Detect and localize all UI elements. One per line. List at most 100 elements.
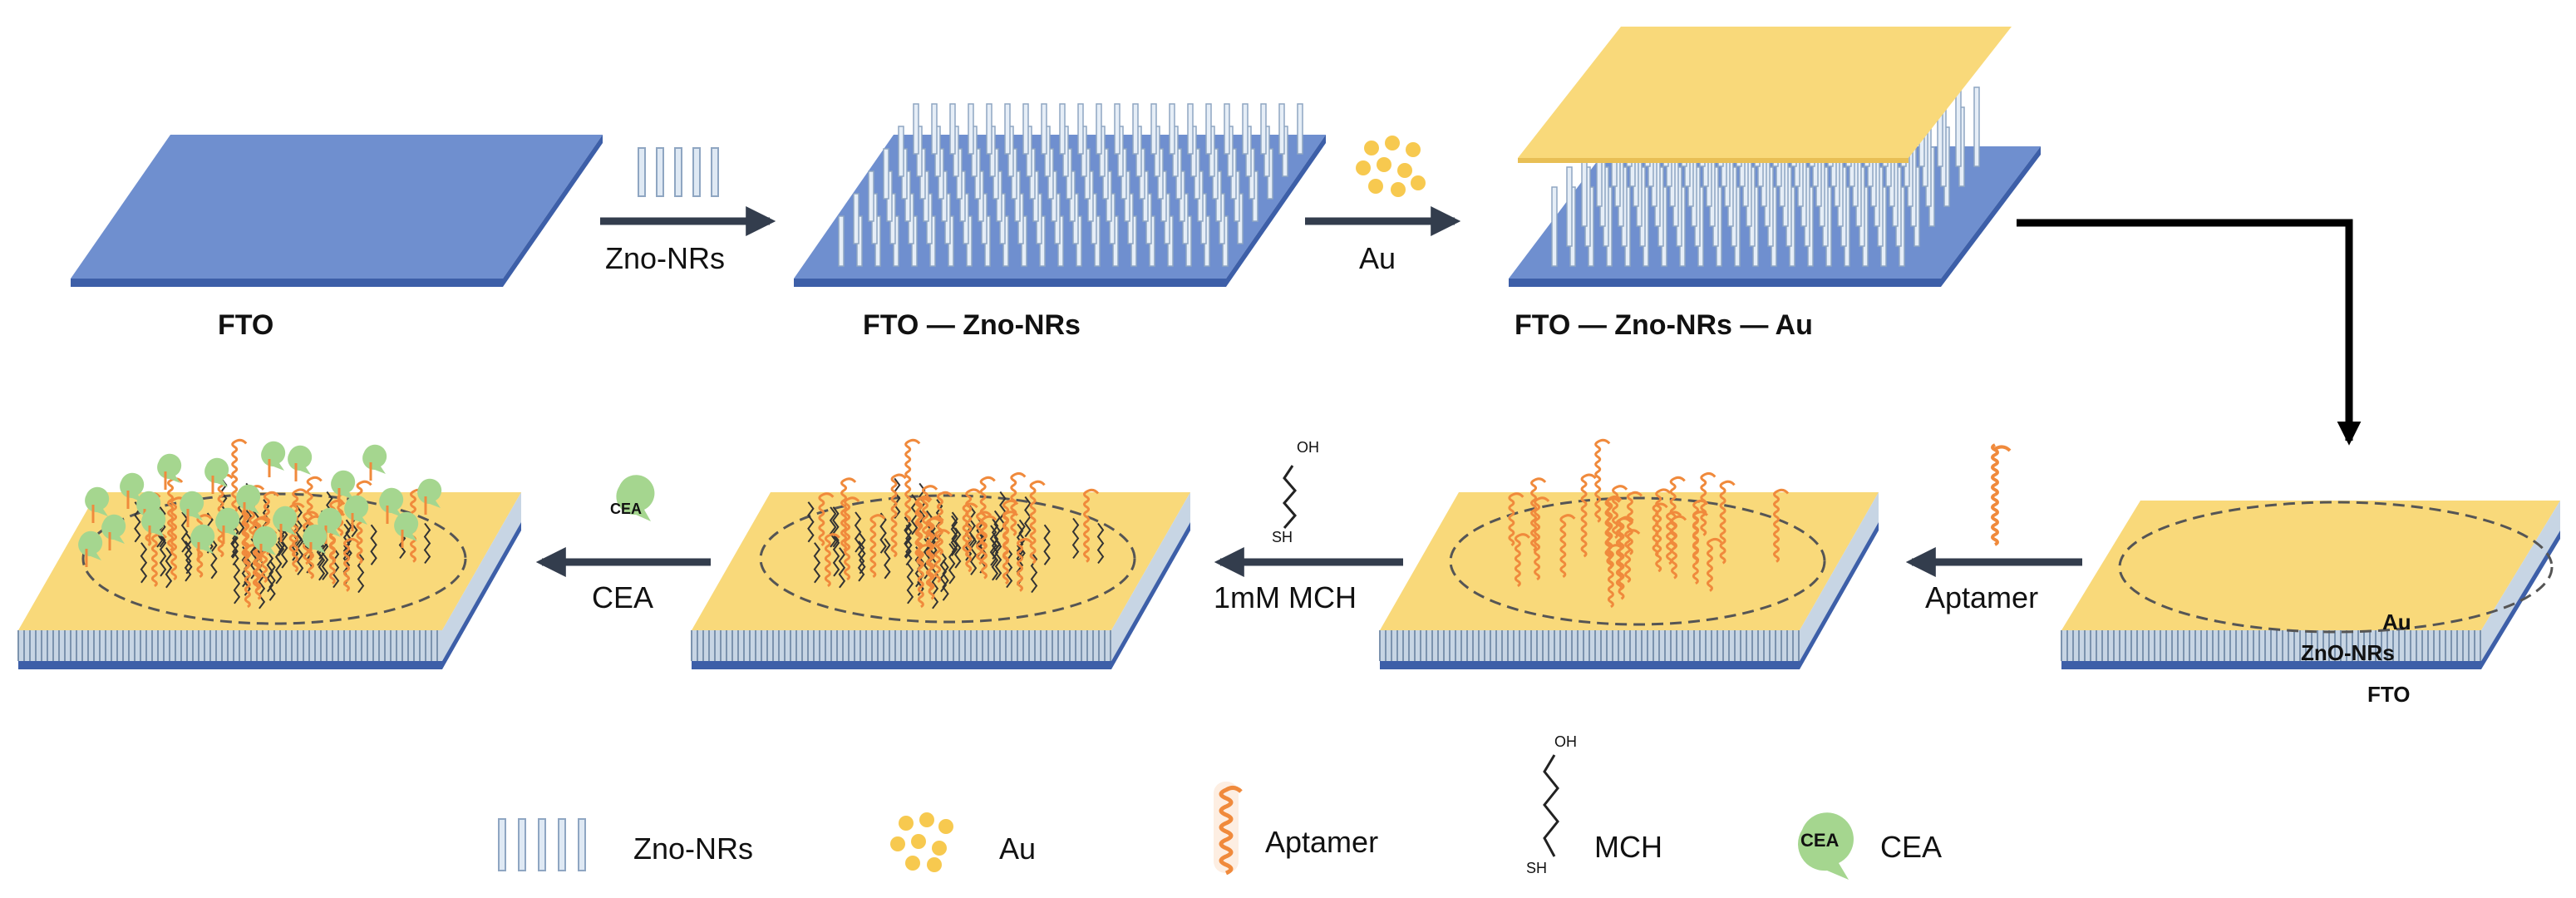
aptamer-strand — [936, 491, 953, 555]
mch-chain — [184, 540, 192, 582]
aptamer-strand — [150, 533, 168, 588]
aptamer-strand — [1624, 529, 1641, 584]
nanorod — [1004, 103, 1011, 155]
aptamer-strand — [1671, 515, 1687, 580]
mch-chain — [838, 547, 846, 589]
mch-chain — [854, 511, 862, 553]
aptamer-strand — [343, 537, 360, 592]
nanorod — [1041, 103, 1047, 155]
legend-mch-icon — [1543, 754, 1559, 857]
legend-cea-badge: CEA — [1800, 830, 1840, 851]
au-step-icon — [1356, 136, 1426, 197]
aptamer-strand — [928, 516, 944, 600]
aptamer-strand — [1604, 497, 1621, 562]
nanorod — [949, 103, 956, 155]
cea-molecule — [190, 524, 215, 554]
cea-molecule — [253, 525, 278, 555]
aptamer-strand — [1719, 480, 1736, 565]
nanorod — [913, 103, 919, 155]
mch-chain — [904, 517, 912, 559]
aptamer-strand — [1626, 491, 1643, 555]
legend-label-aptamer: Aptamer — [1265, 825, 1379, 859]
layered-electrode — [2061, 501, 2560, 669]
mch-chain — [951, 511, 958, 553]
mch-chain — [950, 515, 958, 556]
aptamer-strand — [1773, 488, 1790, 563]
cea-molecule — [362, 444, 387, 474]
aptamer-strand — [1707, 537, 1723, 592]
legend-zno-icon — [498, 818, 586, 871]
nanorod — [1551, 186, 1558, 267]
cea-step-icon — [616, 475, 655, 521]
mch-sh-label: SH — [1272, 529, 1293, 545]
aptamer-electrode — [1379, 438, 1879, 669]
cea-molecule — [157, 453, 182, 483]
mch-chain — [258, 568, 266, 609]
aptamer-strand — [904, 438, 921, 523]
cea-molecule — [273, 506, 298, 535]
nanorod — [1242, 103, 1249, 155]
connector-arrow — [2017, 219, 2362, 446]
nanorod — [1973, 86, 1980, 167]
cea-molecule — [78, 530, 103, 560]
mch-chain — [318, 540, 326, 581]
mch-chain — [857, 540, 865, 582]
aptamer-strand — [1514, 533, 1531, 588]
label-step-au: Au — [1359, 241, 1396, 275]
legend-cea-icon — [1798, 812, 1854, 880]
cea-molecule — [417, 478, 442, 508]
legend-au-icon — [890, 812, 953, 872]
cea-molecule — [379, 487, 404, 517]
aptamer-strand — [1083, 488, 1100, 563]
cea-molecule — [180, 491, 204, 521]
mch-chain — [321, 539, 329, 580]
mch-chain — [280, 527, 288, 569]
mch-chain — [994, 539, 1002, 580]
nanorod — [1169, 103, 1175, 155]
mch-chain — [357, 551, 365, 594]
aptamer-strand — [1029, 480, 1046, 565]
aptamer-strand — [1559, 514, 1576, 579]
nanorod — [968, 103, 974, 155]
legend-label-zno: Zno-NRs — [633, 831, 754, 866]
nanorod — [1150, 103, 1157, 155]
aptamer-strand — [1002, 511, 1019, 585]
nanorod — [1114, 103, 1121, 155]
mch-chain — [904, 516, 911, 558]
mch-chain — [991, 540, 999, 581]
mch-chain — [159, 506, 166, 548]
cea-molecule — [141, 507, 166, 537]
mch-chain — [939, 551, 948, 593]
cea-molecule — [236, 484, 261, 514]
mch-chain — [893, 477, 901, 520]
nanorod — [1059, 103, 1066, 155]
cea-molecule — [331, 470, 356, 500]
cea-molecule — [120, 472, 145, 502]
aptamer-strand — [1580, 473, 1597, 558]
mch-chain — [1043, 524, 1051, 565]
label-step-cea: CEA — [592, 580, 654, 614]
nanorod — [1566, 166, 1573, 247]
mch-chain — [859, 533, 866, 575]
mch-chain — [159, 535, 167, 577]
mch-chain — [232, 524, 239, 566]
nanorod — [883, 148, 889, 200]
mch-chain — [884, 538, 891, 580]
mch-chain — [370, 524, 377, 565]
cea-molecule — [394, 511, 419, 541]
mch-chain — [266, 551, 274, 593]
zno-step-icon — [638, 147, 719, 197]
nanorod — [853, 193, 859, 244]
cea-electrode — [17, 438, 521, 669]
layer-label-zno: ZnO-NRs — [2301, 640, 2395, 665]
aptamer-strand — [1669, 476, 1686, 550]
nanorod — [986, 103, 992, 155]
aptamer-strand — [1017, 537, 1033, 592]
fto-zno-au-plate — [1509, 27, 2041, 287]
mch-chain — [296, 534, 304, 575]
aptamer-strand — [840, 477, 857, 552]
mch-chain — [942, 560, 949, 601]
mch-chain — [1096, 522, 1105, 565]
mch-chain — [268, 560, 276, 601]
fto-zno-plate — [794, 103, 1326, 287]
